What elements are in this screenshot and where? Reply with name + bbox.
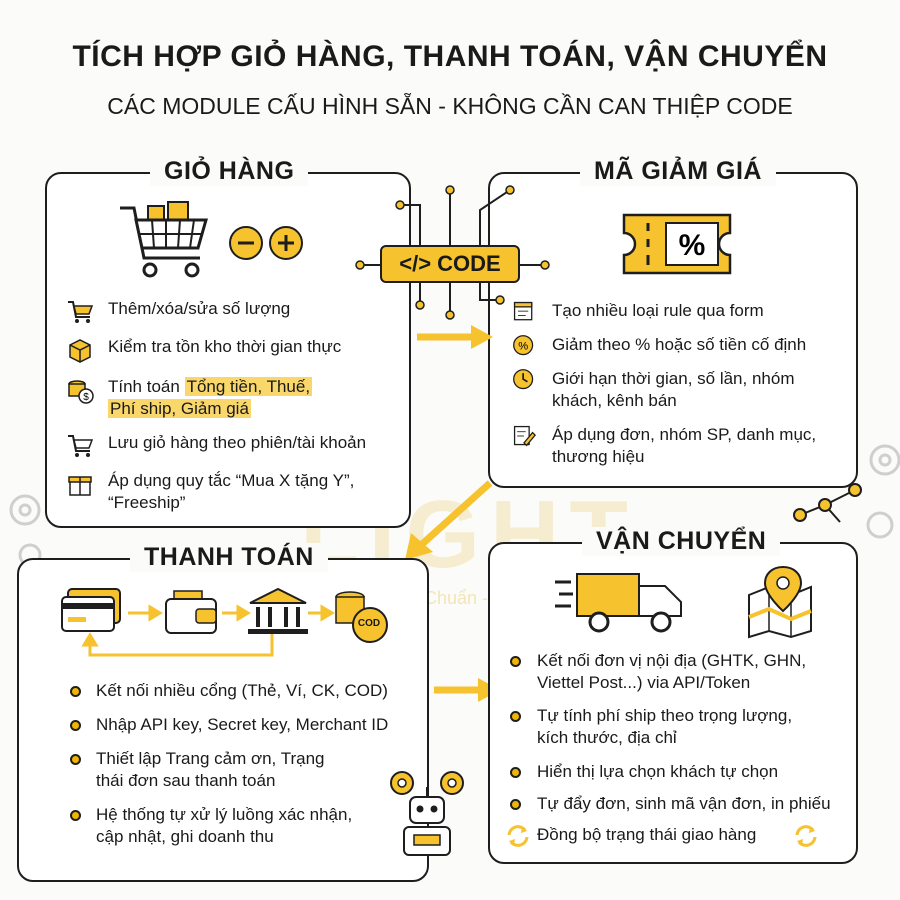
list-item: Tự đẩy đơn, sinh mã vận đơn, in phiếu — [510, 793, 845, 825]
list-item: Kết nối nhiều cổng (Thẻ, Ví, CK, COD) — [70, 680, 415, 714]
cart-feature-list: Thêm/xóa/sửa số lượng Kiểm tra tồn kho t… — [66, 298, 401, 514]
bank-icon — [248, 587, 308, 634]
discount-panel-title: MÃ GIẢM GIÁ — [580, 157, 776, 186]
svg-text:$: $ — [83, 392, 89, 403]
list-item: Kết nối đơn vị nội địa (GHTK, GHN, Viett… — [510, 650, 845, 705]
list-item: Thêm/xóa/sửa số lượng — [66, 298, 401, 336]
coins-icon: $ — [68, 380, 94, 404]
list-item: Tự tính phí ship theo trọng lượng, kích … — [510, 705, 845, 761]
edit-icon — [513, 425, 536, 447]
clock-icon — [513, 369, 534, 390]
minus-icon — [229, 226, 263, 260]
credit-card-icon — [61, 588, 121, 632]
payment-feature-list: Kết nối nhiều cổng (Thẻ, Ví, CK, COD) Nh… — [70, 680, 415, 854]
plus-icon — [269, 226, 303, 260]
shipping-feature-list: Kết nối đơn vị nội địa (GHTK, GHN, Viett… — [510, 650, 845, 825]
network-graph-icon — [793, 483, 862, 523]
circuit-lines — [355, 185, 550, 320]
arrow-discount-to-payment — [405, 480, 493, 560]
list-item: Nhập API key, Secret key, Merchant ID — [70, 714, 415, 748]
shipping-panel-title: VẬN CHUYỂN — [582, 527, 781, 556]
sync-status-text: Đồng bộ trạng thái giao hàng — [537, 825, 757, 844]
cart-icon — [68, 301, 94, 323]
svg-text:%: % — [679, 229, 706, 262]
list-item: Hiển thị lựa chọn khách tự chọn — [510, 761, 845, 793]
cod-label: COD — [357, 618, 381, 629]
wallet-icon — [165, 590, 217, 634]
gift-icon — [68, 476, 92, 496]
list-item: Giới hạn thời gian, số lần, nhóm khách, … — [512, 368, 842, 424]
page-subtitle: CÁC MODULE CẤU HÌNH SẴN - KHÔNG CẦN CAN … — [107, 93, 793, 119]
cod-coins-icon — [335, 591, 388, 643]
list-item: $ Tính toán Tổng tiền, Thuế,Phí ship, Gi… — [66, 376, 401, 432]
form-icon — [513, 301, 533, 321]
list-item: % Giảm theo % hoặc số tiền cố định — [512, 334, 842, 368]
payment-panel-title: THANH TOÁN — [130, 543, 328, 572]
list-item: Thiết lập Trang cảm ơn, Trạng thái đơn s… — [70, 748, 415, 804]
shopping-cart-icon — [120, 201, 208, 278]
list-item: Tạo nhiều loại rule qua form — [512, 300, 842, 334]
payment-flow-diagram — [61, 587, 388, 657]
list-item: Hệ thống tự xử lý luồng xác nhận, cập nh… — [70, 804, 415, 854]
gear-decoration-right — [866, 444, 900, 539]
cart-panel-title: GIỎ HÀNG — [150, 157, 309, 186]
discount-feature-list: Tạo nhiều loại rule qua form % Giảm theo… — [512, 300, 842, 474]
svg-text:%: % — [518, 340, 528, 352]
arrow-cart-to-discount — [417, 325, 493, 349]
list-item: Kiểm tra tồn kho thời gian thực — [66, 336, 401, 376]
robot-icon — [390, 771, 464, 856]
box-icon — [69, 339, 91, 363]
sync-row: Đồng bộ trạng thái giao hàng — [505, 823, 825, 851]
list-item: Áp dụng quy tắc “Mua X tặng Y”, “Freeshi… — [66, 470, 401, 514]
sync-icon — [507, 825, 529, 847]
list-item: Lưu giỏ hàng theo phiên/tài khoản — [66, 432, 401, 470]
delivery-truck-icon — [555, 573, 682, 633]
coupon-ticket-icon: % — [622, 213, 732, 275]
highlight-text: Tổng tiền, Thuế, — [184, 377, 313, 396]
code-chip: </> CODE — [380, 245, 520, 283]
sync-icon — [795, 825, 817, 847]
list-item: Áp dụng đơn, nhóm SP, danh mục, thương h… — [512, 424, 842, 474]
cart-icon — [68, 435, 94, 457]
map-pin-icon — [748, 565, 812, 639]
highlight-text: Phí ship, Giảm giá — [108, 399, 251, 418]
percent-icon: % — [513, 335, 534, 356]
page-title: TÍCH HỢP GIỎ HÀNG, THANH TOÁN, VẬN CHUYỂ… — [72, 40, 828, 73]
